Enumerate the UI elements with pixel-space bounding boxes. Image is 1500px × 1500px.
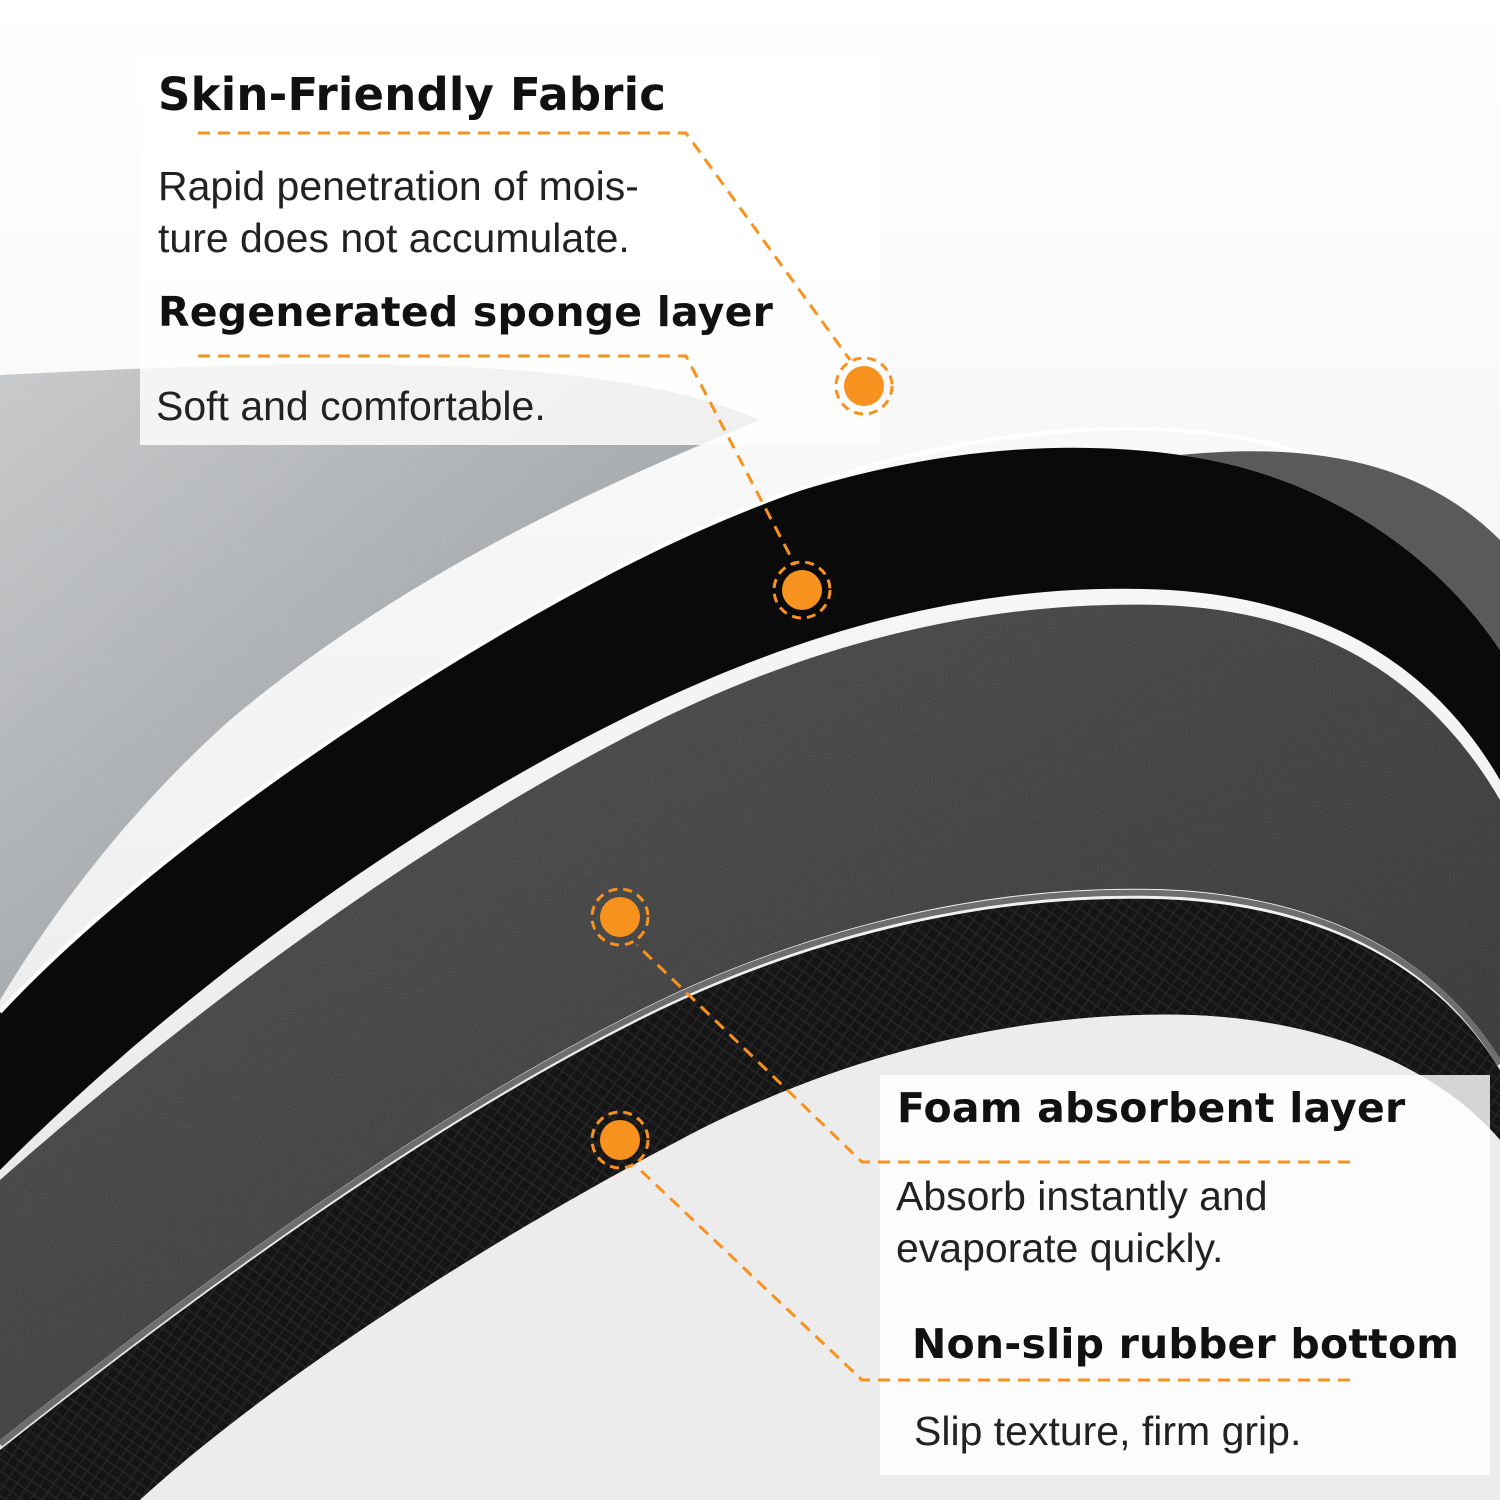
foam-texture [0,604,1500,1440]
foam-edge [0,889,1500,1447]
fabric-curl-right [1180,451,1500,650]
feature-description-line: evaporate quickly. [896,1225,1224,1271]
callout-marker-fabric [834,356,894,416]
feature-description-line: Rapid penetration of mois- [158,163,639,209]
top-text-backdrop [140,55,880,445]
feature-description-line: Soft and comfortable. [156,383,546,429]
feature-title-rubber: Non-slip rubber bottom [912,1320,1460,1368]
rubber-layer [0,898,1500,1500]
feature-description-line: ture does not accumulate. [158,215,630,261]
feature-description-line: Absorb instantly and [896,1173,1268,1219]
feature-title-fabric: Skin-Friendly Fabric [158,68,667,121]
leader-line-fabric [198,131,852,361]
sponge-layer [0,447,1500,1170]
fabric-texture [0,364,760,1000]
callout-marker-rubber [590,1110,650,1170]
leader-line-rubber [633,1163,1350,1382]
feature-title-foam: Foam absorbent layer [897,1084,1406,1132]
bottom-text-backdrop [880,1075,1490,1475]
callout-marker-foam [590,887,650,947]
feature-description-line: Slip texture, firm grip. [914,1408,1302,1454]
feature-description-foam: Absorb instantly and evaporate quickly. [896,1170,1268,1274]
leader-line-sponge [198,354,797,566]
feature-title-sponge: Regenerated sponge layer [158,288,773,336]
feature-description-fabric: Rapid penetration of mois- ture does not… [158,160,639,264]
leader-line-foam [635,943,1350,1164]
feature-description-sponge: Soft and comfortable. [156,380,546,432]
feature-description-rubber: Slip texture, firm grip. [914,1405,1301,1457]
callout-marker-sponge [772,560,832,620]
